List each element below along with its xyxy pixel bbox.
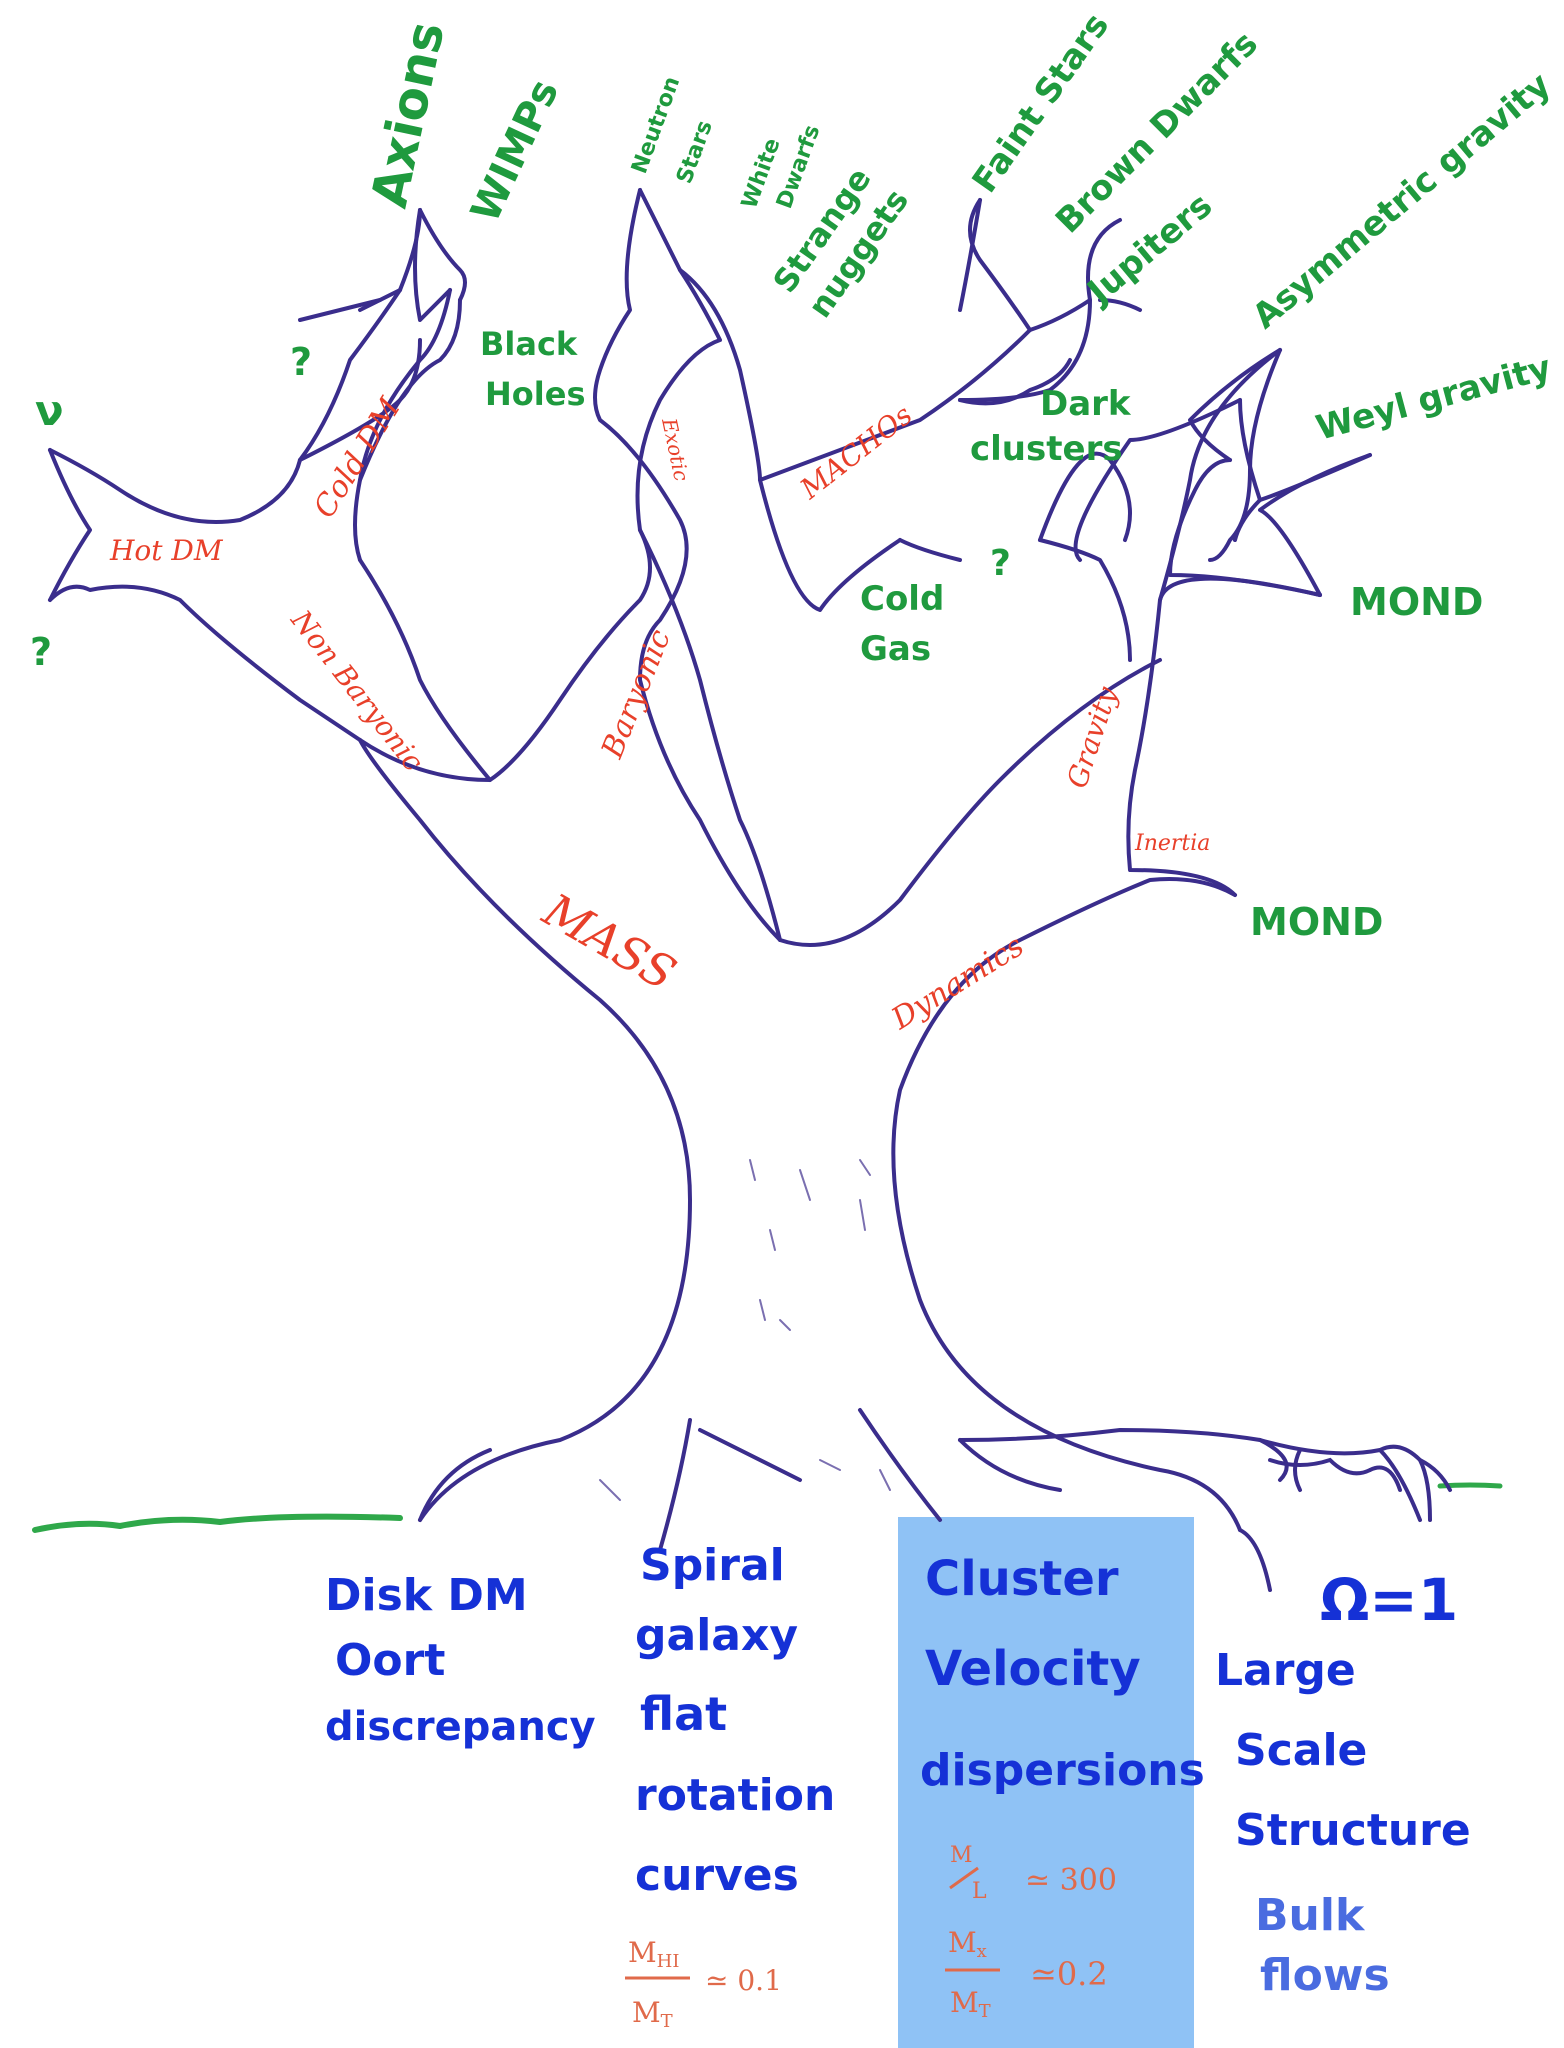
cluster-ml-value: ≃ 300 [1025, 1863, 1117, 1898]
root-spiral-line-5: curves [635, 1850, 799, 1901]
leaf-neutron-stars-1: Neutron [627, 73, 685, 177]
leaf-question-2: ? [30, 630, 52, 674]
leaf-black-holes-1: Black [480, 325, 578, 363]
label-gravity: Gravity [1060, 682, 1124, 793]
spiral-ratio-den: MT [632, 1996, 673, 2032]
root-bulk-flows: Bulk flows [1255, 1890, 1390, 2001]
leaf-dark-clusters-2: clusters [970, 429, 1123, 469]
tree-outline [48, 188, 1372, 1532]
label-baryonic: Baryonic [595, 625, 678, 764]
leaf-axions: Axions [360, 17, 456, 213]
cluster-ml-ratio: M L ≃ 300 [949, 1843, 1117, 1904]
cluster-mx-value: ≃0.2 [1030, 1955, 1108, 1993]
label-dynamics: Dynamics [885, 928, 1030, 1037]
leaf-weyl-gravity: Weyl gravity [1312, 348, 1555, 449]
cluster-ml-den: L [972, 1879, 987, 1904]
root-disk-dm-line-1: Disk DM [325, 1570, 528, 1621]
leaf-labels: ν ? ? ? Axions WIMPs Black Holes Neutron… [30, 6, 1558, 944]
ratio-labels: MHI MT ≃ 0.1 M L ≃ 300 Mx MT ≃0.2 [625, 1843, 1117, 2032]
root-large-scale-line-1: Large [1215, 1645, 1356, 1696]
root-spiral-line-1: Spiral [640, 1540, 785, 1591]
label-exotic: Exotic [657, 415, 694, 483]
leaf-dark-clusters-1: Dark [1040, 384, 1132, 424]
leaf-mond-inertia: MOND [1250, 900, 1383, 944]
root-spiral-line-3: flat [640, 1687, 727, 1741]
root-omega: Ω=1 [1320, 1566, 1458, 1634]
leaf-white-dwarfs-2: Dwarfs [772, 122, 825, 212]
label-hot-dm: Hot DM [109, 534, 224, 567]
cluster-mx-num: Mx [948, 1926, 987, 1962]
root-large-scale-line-3: Structure [1235, 1805, 1471, 1856]
root-disk-dm-line-3: discrepancy [325, 1704, 596, 1750]
label-machos: MACHOs [793, 398, 918, 506]
root-spiral-line-2: galaxy [635, 1610, 798, 1661]
spiral-ratio: MHI MT ≃ 0.1 [625, 1936, 782, 2032]
leaf-mond-gravity: MOND [1350, 580, 1483, 624]
root-disk-dm-line-2: Oort [335, 1635, 445, 1686]
root-labels: Disk DM Oort discrepancy Spiral galaxy f… [325, 1540, 1471, 1901]
label-mass: MASS [534, 882, 685, 1001]
cluster-mx-den: MT [950, 1986, 991, 2022]
spiral-ratio-num: MHI [628, 1936, 679, 1972]
label-inertia: Inertia [1134, 831, 1210, 856]
trunk-texture [599, 1159, 891, 1501]
cluster-highlight-box [898, 1517, 1194, 2048]
leaf-nu: ν [35, 386, 64, 435]
leaf-cold-gas-2: Gas [860, 629, 931, 669]
label-non-baryonic: Non Baryonic [284, 603, 430, 777]
leaf-cold-gas-1: Cold [860, 579, 944, 619]
leaf-wimps: WIMPs [462, 73, 568, 230]
grass-line-left [32, 1513, 403, 1533]
leaf-neutron-stars-2: Stars [672, 117, 718, 187]
cluster-mx-ratio: Mx MT ≃0.2 [945, 1926, 1108, 2022]
roots-outline [418, 1408, 1452, 1592]
root-cluster-line-2: Velocity [925, 1641, 1141, 1697]
root-cluster-line-3: dispersions [920, 1745, 1205, 1796]
leaf-question-1: ? [290, 340, 312, 384]
spiral-ratio-value: ≃ 0.1 [705, 1964, 782, 1997]
leaf-asymmetric-gravity: Asymmetric gravity [1245, 65, 1558, 337]
leaf-question-3: ? [990, 543, 1011, 584]
cluster-ml-bar [949, 1866, 979, 1890]
cluster-ml-num: M [950, 1843, 973, 1868]
grass-line-right [1437, 1482, 1503, 1489]
root-bulk-flows-line-1: Bulk [1255, 1890, 1366, 1941]
leaf-black-holes-2: Holes [485, 375, 585, 413]
root-large-scale-line-2: Scale [1235, 1725, 1367, 1776]
root-spiral-line-4: rotation [635, 1770, 835, 1821]
root-cluster-line-1: Cluster [925, 1551, 1119, 1607]
root-bulk-flows-line-2: flows [1260, 1950, 1390, 2001]
